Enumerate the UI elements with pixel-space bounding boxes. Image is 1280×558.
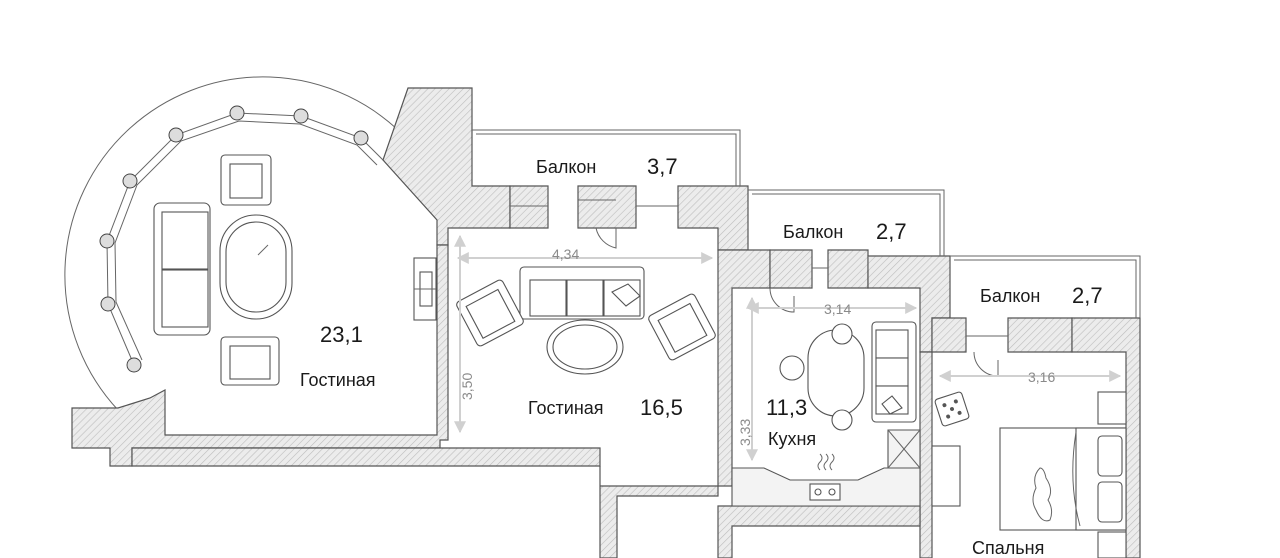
balcony-3: Балкон 2,7 bbox=[950, 255, 1141, 377]
living-armchair-right bbox=[648, 293, 716, 361]
wall-bedroom-top-b bbox=[1007, 317, 1073, 353]
balcony-1-area: 3,7 bbox=[647, 154, 678, 179]
bay-window-frame-inner bbox=[114, 120, 378, 361]
wall-kitchen-right-lower bbox=[919, 351, 933, 558]
bay-armchair-bottom bbox=[220, 336, 280, 386]
bay-living-room: 23,1 Гостиная bbox=[64, 76, 409, 411]
wall-balcony1-a bbox=[509, 185, 549, 229]
bay-armchair-top bbox=[220, 154, 272, 206]
bay-sofa bbox=[153, 202, 211, 336]
wall-kitchen-top-b bbox=[827, 249, 869, 289]
living-armchair-left bbox=[456, 279, 524, 347]
living-room-area: 16,5 bbox=[640, 395, 683, 420]
bay-room-area: 23,1 bbox=[320, 322, 363, 347]
bay-table bbox=[219, 214, 293, 320]
living-height: 3,50 bbox=[459, 373, 475, 400]
wall-kitchen-bottom bbox=[717, 505, 921, 558]
kitchen: 3,14 3,33 11,3 Кухня bbox=[731, 296, 961, 507]
bedroom-nightstand-top bbox=[1097, 391, 1127, 425]
balcony-2-name: Балкон bbox=[783, 222, 843, 242]
wall-living-kitchen bbox=[717, 249, 771, 487]
kitchen-area: 11,3 bbox=[766, 395, 807, 420]
bedroom-cube bbox=[934, 391, 970, 427]
balcony-3-area: 2,7 bbox=[1072, 283, 1103, 308]
balcony-2-area: 2,7 bbox=[876, 219, 907, 244]
living-room: 4,34 3,50 Гостиная 16,5 bbox=[413, 234, 716, 434]
bedroom-nightstand-bottom bbox=[1097, 531, 1127, 558]
bedroom-name: Спальня bbox=[972, 538, 1044, 558]
bay-window-outer bbox=[64, 76, 409, 411]
bedroom-width: 3,16 bbox=[1028, 369, 1055, 385]
wall-bedroom-top-a bbox=[931, 317, 967, 353]
wall-living-bottom bbox=[599, 466, 719, 558]
radiator-left bbox=[413, 257, 437, 321]
living-width: 4,34 bbox=[552, 246, 579, 262]
wall-balcony1-b bbox=[577, 185, 637, 229]
kitchen-height: 3,33 bbox=[737, 419, 753, 446]
kitchen-sofa bbox=[871, 321, 917, 423]
kitchen-counter bbox=[731, 429, 921, 507]
wall-bottom-right bbox=[131, 447, 601, 467]
balcony-1: Балкон 3,7 bbox=[472, 129, 741, 249]
wall-balcony1-c bbox=[677, 185, 749, 251]
kitchen-fridge bbox=[931, 445, 961, 507]
bedroom: 3,16 Спальня bbox=[934, 369, 1127, 558]
balcony-1-name: Балкон bbox=[536, 157, 596, 177]
wall-bottom bbox=[71, 244, 449, 467]
walls bbox=[71, 87, 1141, 558]
balcony-3-name: Балкон bbox=[980, 286, 1040, 306]
kitchen-name: Кухня bbox=[768, 429, 816, 449]
bay-window-columns bbox=[99, 105, 369, 373]
living-sofa bbox=[519, 266, 645, 320]
living-table bbox=[546, 319, 624, 375]
kitchen-table bbox=[779, 323, 865, 431]
living-room-name: Гостиная bbox=[528, 398, 604, 418]
balcony-2: Балкон 2,7 bbox=[748, 189, 945, 313]
kitchen-width: 3,14 bbox=[824, 301, 851, 317]
bay-room-name: Гостиная bbox=[300, 370, 376, 390]
bedroom-bed bbox=[999, 427, 1127, 531]
wall-kitchen-top-a bbox=[769, 249, 813, 289]
wall-bay-diagonal bbox=[382, 87, 511, 246]
